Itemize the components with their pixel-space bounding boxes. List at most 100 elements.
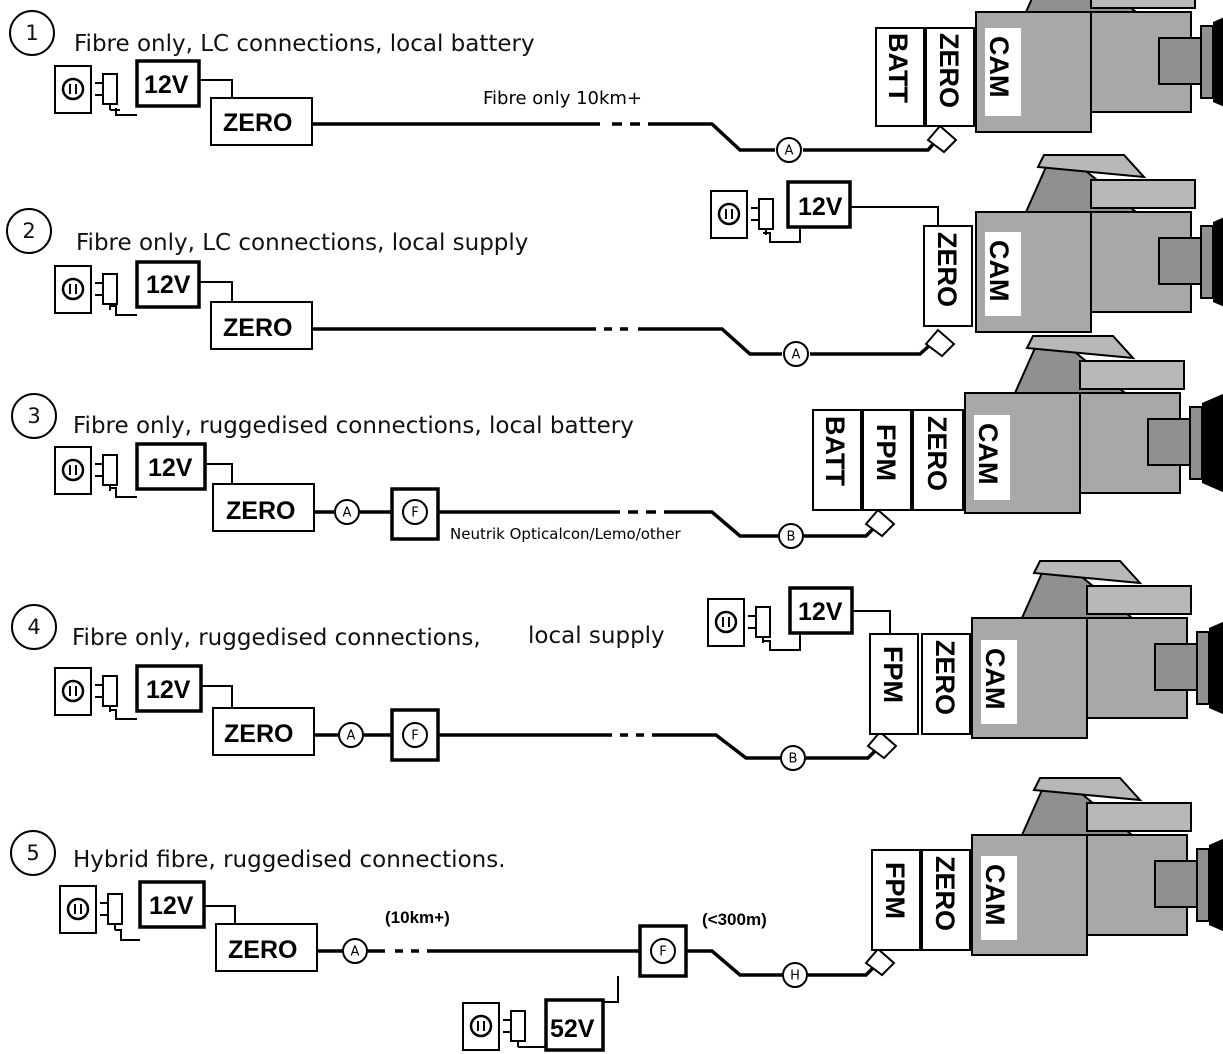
scenario-number: 5 [26,841,39,865]
svg-text:H: H [790,969,800,984]
zero-unit-box [210,301,313,350]
svg-text:A: A [351,945,360,960]
module-fpm [869,633,919,735]
cam-supply-box [786,180,852,229]
scenario-caption: Hybrid fibre, ruggedised connections. [73,847,506,873]
cam-supply-box [788,586,854,635]
svg-text:ZERO: ZERO [932,232,962,307]
svg-text:12V: 12V [146,676,191,704]
module-zero [923,225,973,327]
supply-box [135,260,201,309]
zero-unit-box [210,97,313,146]
scenario-caption: Fibre only, LC connections, local batter… [74,31,535,57]
supply-box [138,880,206,929]
svg-text:F: F [411,729,418,744]
svg-text:12V: 12V [148,454,193,482]
zero-unit-box [215,923,318,972]
module-fpm [862,409,912,511]
scenario-caption: Fibre only, ruggedised connections, [72,625,481,651]
svg-text:FPM: FPM [878,646,908,703]
wall-socket-icon [53,445,119,496]
svg-text:BATT: BATT [883,33,913,103]
svg-text:CAM: CAM [973,423,1003,485]
scenario-caption: Fibre only, LC connections, local supply [76,230,528,256]
svg-text:BATT: BATT [820,416,850,486]
connector-f [650,938,676,964]
svg-text:B: B [789,752,798,767]
wall-socket-icon [53,666,119,717]
cable-note: Fibre only 10km+ [483,88,642,109]
svg-text:ZERO: ZERO [930,640,960,715]
supply-box [135,442,207,491]
wall-socket-icon [706,597,772,648]
svg-text:52V: 52V [550,1015,595,1043]
svg-text:CAM: CAM [980,648,1010,710]
supply-label: 12V [144,71,189,99]
svg-text:F: F [659,945,666,960]
svg-text:12V: 12V [149,892,194,920]
scenario-number: 1 [25,21,38,45]
connector-b [780,745,806,771]
supply-box [135,664,203,713]
module-zero [925,27,975,127]
connector-a [342,938,368,964]
wall-socket-icon [58,884,124,935]
camera-label: CAM [984,36,1014,98]
scenario-2: 2 Fibre only, LC connections, local supp… [6,154,1223,367]
wall-socket-icon [709,189,775,240]
svg-text:ZERO: ZERO [922,416,952,491]
connector-a [783,341,809,367]
hybrid-supply-box [544,998,605,1052]
svg-text:F: F [411,506,418,521]
module-zero [912,409,964,511]
scenario-number: 2 [22,219,35,243]
module-zero [921,849,971,951]
connector-a [334,499,360,525]
svg-text:FPM: FPM [871,424,901,481]
svg-text:ZERO: ZERO [934,33,964,108]
svg-text:A: A [785,144,794,159]
connector-a [338,722,364,748]
wall-socket-icon [53,264,119,315]
svg-text:12V: 12V [798,598,843,626]
svg-text:CAM: CAM [980,864,1010,926]
svg-text:CAM: CAM [984,240,1014,302]
svg-text:12V: 12V [146,271,191,299]
svg-text:A: A [347,729,356,744]
scenario-1: 1 Fibre only, LC connections, local batt… [9,0,1223,163]
module-zero [921,633,971,735]
short-cable-note: (<300m) [702,910,767,929]
connector-b [778,523,804,549]
scenario-number: 4 [27,615,40,639]
wall-socket-icon [461,1001,527,1052]
svg-text:B: B [787,530,796,545]
svg-text:ZERO: ZERO [223,314,292,342]
scenario-caption-continued: local supply [528,623,665,649]
zero-unit-box [212,707,315,756]
scenario-4: 4 Fibre only, ruggedised connections, lo… [11,560,1223,771]
flange-box [638,924,688,978]
long-cable-note: (10km+) [385,908,450,927]
supply-box [135,59,201,108]
scenario-number: 3 [27,404,40,428]
module-batt [812,409,862,511]
connector-h [782,962,808,988]
svg-text:ZERO: ZERO [226,497,295,525]
scenario-3: 3 Fibre only, ruggedised connections, lo… [11,335,1223,549]
svg-text:ZERO: ZERO [930,856,960,931]
connector-a [776,137,802,163]
svg-text:A: A [343,506,352,521]
zero-unit-label: ZERO [223,109,292,137]
svg-text:ZERO: ZERO [224,720,293,748]
cable-note: Neutrik Opticalcon/Lemo/other [450,525,682,543]
connector-f [402,722,428,748]
svg-text:ZERO: ZERO [228,936,297,964]
svg-text:FPM: FPM [880,862,910,919]
svg-text:A: A [792,348,801,363]
module-batt [875,27,925,127]
svg-text:12V: 12V [798,193,843,221]
connector-f [402,499,428,525]
zero-unit-box [212,483,315,532]
module-fpm [871,849,921,951]
